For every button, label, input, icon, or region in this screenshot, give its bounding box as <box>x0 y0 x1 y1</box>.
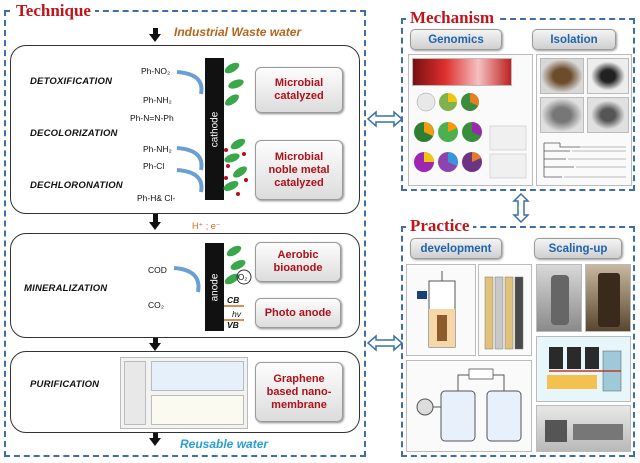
chem-cod: COD <box>148 265 167 275</box>
plant-layout-render <box>536 336 631 402</box>
tab-isolation[interactable]: Isolation <box>532 29 616 50</box>
practice-title: Practice <box>406 217 474 235</box>
mechanism-panel <box>401 18 635 191</box>
graphene-membrane-button[interactable]: Graphene based nano-membrane <box>255 362 343 422</box>
pilot-reactor-body <box>551 275 569 325</box>
hv-label: hv <box>232 309 241 319</box>
pilot-reactor-core <box>598 273 620 327</box>
chem-ph-no2: Ph-NO₂ <box>141 66 171 76</box>
practice-panel <box>401 226 635 457</box>
chem-ph-nh2-2: Ph-NH₂ <box>143 144 172 154</box>
pilot-reactor-photo-1 <box>536 264 582 332</box>
microbes-anode <box>224 245 252 285</box>
two-chamber-sketch <box>416 368 522 442</box>
technique-panel <box>4 10 366 457</box>
vb-label: VB <box>227 320 239 330</box>
reactor-sketch <box>417 271 456 348</box>
label-detoxification: DETOXIFICATION <box>30 76 113 87</box>
micrograph-4 <box>587 97 629 133</box>
plant-layout-sketch <box>547 347 622 392</box>
membrane-figure <box>120 357 248 429</box>
console-unit-1 <box>545 420 567 442</box>
tab-genomics[interactable]: Genomics <box>410 29 502 50</box>
arrow-2-3 <box>149 343 161 351</box>
output-label: Reusable water <box>180 437 269 451</box>
arrow-stem-2-3 <box>153 338 158 343</box>
arrow-1-2 <box>149 222 161 230</box>
chem-ph-nh2-1: Ph-NH₂ <box>143 95 172 105</box>
double-arrow-technique-practice <box>366 334 404 352</box>
tab-development[interactable]: development <box>410 238 502 259</box>
micrograph-3 <box>540 97 584 133</box>
label-purification: PURIFICATION <box>30 379 100 390</box>
double-arrow-technique-mechanism <box>366 110 404 128</box>
arrow-stem-1-2 <box>153 214 158 223</box>
tab-scaling-up[interactable]: Scaling-up <box>534 238 622 259</box>
ion-exchange-label: H⁺ ; e⁻ <box>192 221 221 231</box>
stage1-reaction-arrows <box>176 70 204 193</box>
microbial-catalyzed-button[interactable]: Microbial catalyzed <box>255 67 343 113</box>
membrane-figure-c <box>151 395 244 425</box>
input-label: Industrial Waste water <box>174 25 302 39</box>
heatmap-thumb <box>412 58 512 86</box>
console-unit-2 <box>573 424 623 440</box>
cathode-electrode: cathode <box>205 58 224 200</box>
pilot-reactor-photo-2 <box>585 264 631 332</box>
microbes-cathode <box>223 62 248 196</box>
band-gap-lines <box>224 305 244 321</box>
chem-co2: CO₂ <box>148 300 165 310</box>
stage2-reaction-arrow <box>173 266 201 293</box>
label-decolorization: DECOLORIZATION <box>30 128 118 139</box>
anode-electrode: anode <box>205 243 224 331</box>
pie-charts-thumb <box>414 92 527 179</box>
chem-ph-h-cl: Ph-H& Cl- <box>137 193 176 203</box>
chem-azo: Ph-N=N-Ph <box>130 113 174 123</box>
reactor-diagram <box>406 264 476 356</box>
control-room-photo <box>536 405 631 452</box>
anode-label: anode <box>209 273 220 301</box>
micrograph-2 <box>587 58 629 94</box>
cell-stack-diagram <box>478 264 532 356</box>
output-arrow-stem <box>153 433 158 438</box>
technique-title: Technique <box>12 2 95 20</box>
input-arrow <box>149 34 161 42</box>
micrograph-1 <box>540 58 584 94</box>
photo-anode-button[interactable]: Photo anode <box>255 298 341 328</box>
two-chamber-setup <box>406 360 532 452</box>
membrane-figure-a <box>124 361 146 425</box>
o2-label: O₂ <box>238 273 248 282</box>
double-arrow-mechanism-practice <box>512 193 530 223</box>
output-arrow <box>149 438 161 446</box>
genomics-figure <box>408 54 533 186</box>
cathode-label: cathode <box>209 111 220 147</box>
isolation-figure <box>536 54 632 186</box>
aerobic-bioanode-button[interactable]: Aerobic bioanode <box>255 242 341 282</box>
label-mineralization: MINERALIZATION <box>24 283 108 294</box>
chem-ph-cl: Ph-Cl <box>143 161 165 171</box>
phylogenetic-tree <box>543 142 626 178</box>
membrane-figure-b <box>151 361 244 391</box>
cell-stack-sketch <box>484 276 524 350</box>
microbial-noble-metal-button[interactable]: Microbial noble metal catalyzed <box>255 140 343 200</box>
input-arrow-stem <box>153 28 158 34</box>
cb-label: CB <box>227 295 240 305</box>
mechanism-title: Mechanism <box>406 9 499 27</box>
label-dechloronation: DECHLORONATION <box>30 180 123 191</box>
